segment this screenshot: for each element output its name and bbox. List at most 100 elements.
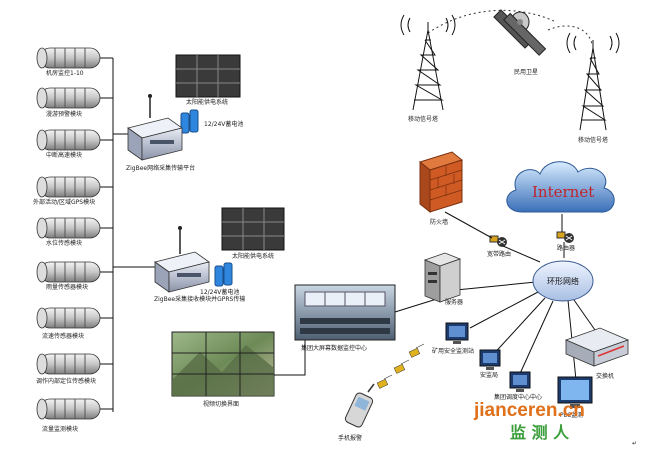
sensor-label: 雨量传感器模块 [46, 283, 88, 291]
router-icon [489, 235, 507, 247]
battery-icon [214, 262, 233, 287]
antenna-tip-icon [178, 226, 182, 230]
firewall-label: 防火墙 [430, 218, 448, 226]
battery-label: 12/24V蓄电池 [200, 288, 239, 296]
mobile-phone-icon [344, 383, 375, 428]
satellite-label: 民用卫星 [514, 69, 538, 76]
sensor-cylinder-icon [36, 353, 101, 375]
tower-left-icon [400, 14, 456, 111]
switch-label: 交换机 [596, 372, 614, 380]
watermark-chinese: 监 测 人 [510, 423, 570, 442]
computer-icon [479, 349, 501, 370]
network-links [444, 211, 596, 381]
server-icon [423, 252, 462, 303]
sensor-9: 流量监测模块 [36, 398, 101, 433]
sensor-cylinder-icon [36, 307, 101, 329]
ring-network-label: 环形网络 [547, 276, 579, 286]
pc-plc-label: PLC监测 [560, 411, 583, 419]
cloud-icon [506, 161, 615, 213]
sensor-6: 雨量传感器模块 [36, 261, 101, 291]
antenna-tip-icon [148, 94, 152, 98]
sensor-2: 漫游预警模块 [36, 87, 101, 118]
sensor-8: 调作内部定位传感模块 [36, 353, 101, 385]
watermark-text: jianceren.cn [473, 400, 585, 421]
pc-safety: 矿用安全监测站 [432, 322, 474, 355]
sensor-5: 水位传感模块 [36, 217, 101, 247]
computer-icon [509, 371, 531, 392]
tower-right-label: 移动信号塔 [578, 136, 608, 144]
ring-network: 环形网络 [532, 260, 594, 302]
battery-label: 12/24V蓄电池 [204, 120, 243, 128]
sensor-label: 流量监测模块 [42, 425, 78, 433]
sensor-label: 调作内部定位传感模块 [36, 377, 96, 385]
firewall-icon [418, 151, 464, 214]
control-center: 集团大屏幕数据监控中心 [294, 284, 396, 352]
sensor-label: 中断高速模块 [46, 151, 82, 159]
firewall: 防火墙 [418, 151, 464, 226]
solar-label: 太阳能供电系统 [232, 252, 274, 260]
pc-safety-label: 矿用安全监测站 [432, 347, 474, 355]
server-label: 服务器 [445, 298, 463, 306]
battery-icon [180, 109, 199, 134]
wireless-signals [376, 343, 425, 389]
sensor-label: 流速传感器模块 [42, 332, 84, 340]
internet-cloud: Internet [506, 161, 615, 213]
sensor-cylinder-icon [36, 398, 101, 420]
switch-icon [564, 327, 630, 367]
gateway-top: 太阳能供电系统 12/24V蓄电池 ZigBee网络采集传输平台 [126, 54, 243, 172]
server: 服务器 [423, 252, 463, 306]
switch: 交换机 [564, 327, 630, 380]
sensor-7: 流速传感器模块 [36, 307, 101, 340]
paragraph-mark-icon: ↵ [632, 440, 637, 447]
video-wall-screen-icon [171, 331, 275, 397]
pc-plc: PLC监测 [557, 376, 593, 419]
sensor-label: 机房监控1-10 [46, 69, 84, 77]
router-right: 路由器 [556, 231, 575, 252]
internet-label: Internet [532, 183, 594, 201]
tower-left-label: 移动信号塔 [408, 115, 438, 123]
pc-group: 集团调度中心中心 [494, 371, 542, 401]
signal-envelope-icon [376, 343, 425, 389]
video-wall-label: 视频切换界面 [203, 400, 239, 408]
telecom: 移动信号塔 民用卫星 移动信号塔 [400, 9, 620, 144]
sensor-1: 机房监控1-10 [36, 47, 101, 77]
video-wall: 视频切换界面 [171, 331, 275, 408]
solar-panel-icon [221, 207, 285, 251]
sensor-cylinder-icon [36, 261, 101, 283]
sensor-cylinder-icon [36, 176, 101, 198]
sensor-3: 中断高速模块 [36, 129, 101, 159]
sensor-label: 漫游预警模块 [46, 110, 82, 118]
control-center-label: 集团大屏幕数据监控中心 [301, 344, 367, 352]
phone: 手机报警 [338, 383, 375, 442]
router-icon [556, 231, 574, 243]
sensor-label: 外部活动/区域GPS模块 [33, 198, 95, 206]
router-left: 宽带路由 [487, 235, 511, 258]
gateway-box-icon [154, 251, 210, 293]
phone-label: 手机报警 [338, 434, 362, 442]
sensor-cylinder-icon [36, 47, 101, 69]
sensor-4: 外部活动/区域GPS模块 [33, 176, 101, 206]
sensor-trunk-line [100, 57, 155, 412]
gateway-label: ZigBee采集接收模块并GPRS传输 [154, 295, 245, 303]
pc-security: 安监局 [479, 349, 501, 379]
pc-security-label: 安监局 [480, 371, 498, 379]
control-room-photo-icon [294, 284, 396, 341]
sensor-label: 水位传感模块 [46, 239, 82, 247]
computer-icon [557, 376, 593, 408]
video-link-line [274, 339, 306, 376]
router-right-label: 路由器 [557, 244, 575, 252]
router-left-label: 宽带路由 [487, 250, 511, 258]
computer-icon [445, 322, 469, 344]
solar-label: 太阳能供电系统 [186, 98, 228, 106]
gateway-mid: 太阳能供电系统 12/24V蓄电池 ZigBee采集接收模块并GPRS传输 [154, 207, 285, 303]
sensor-cylinder-icon [36, 129, 101, 151]
satellite-icon [493, 9, 547, 56]
pc-group-label: 集团调度中心中心 [494, 393, 542, 401]
solar-panel-icon [175, 54, 241, 98]
gateway-box-icon [127, 117, 183, 161]
sensor-cylinder-icon [36, 87, 101, 109]
ring-network-icon [532, 260, 594, 302]
tower-right-icon [566, 32, 620, 131]
gateway-label: ZigBee网络采集传输平台 [126, 164, 195, 172]
